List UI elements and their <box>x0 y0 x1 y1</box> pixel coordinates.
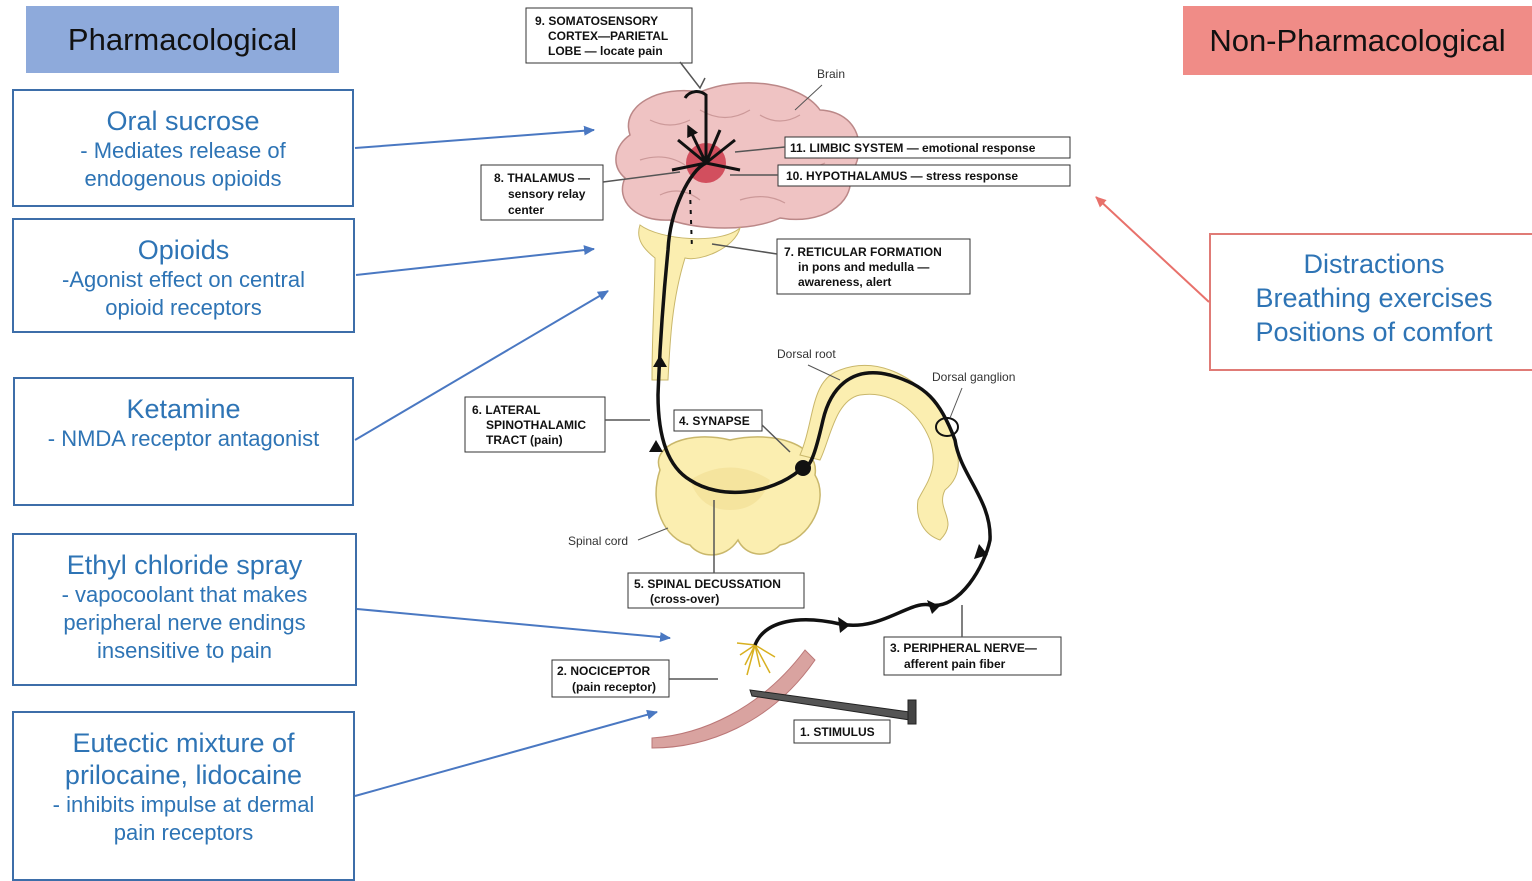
non-pharm-item: Breathing exercises <box>1211 281 1532 315</box>
nail-head <box>908 700 916 724</box>
nociceptor-endings <box>737 643 775 675</box>
label-decussation-line: (cross-over) <box>650 592 719 606</box>
label-peripheral-nerve-line: afferent pain fiber <box>904 657 1006 671</box>
drug-description-line: -Agonist effect on central <box>14 266 353 294</box>
non-pharmacological-box: Distractions Breathing exercises Positio… <box>1209 233 1532 371</box>
label-peripheral-nerve-line: 3. PERIPHERAL NERVE— <box>890 641 1037 655</box>
non-pharm-item: Distractions <box>1211 247 1532 281</box>
dorsal-ganglion-node <box>936 418 958 436</box>
label-lateral-tract-line: 6. LATERAL <box>472 403 540 417</box>
brain-shape <box>616 83 859 228</box>
label-thalamus-line: 8. THALAMUS — <box>494 171 590 185</box>
label-limbic: 11. LIMBIC SYSTEM — emotional response <box>790 141 1036 155</box>
drug-name: Ketamine <box>15 393 352 425</box>
pointer-arrow <box>603 172 680 182</box>
label-decussation-line: 5. SPINAL DECUSSATION <box>634 577 781 591</box>
pointer-arrow <box>730 147 785 175</box>
label-brain: Brain <box>817 67 845 81</box>
pointer-arrow <box>680 62 705 88</box>
label-stimulus: 1. STIMULUS <box>800 725 875 739</box>
label-box-nociceptor <box>552 660 669 697</box>
label-box-reticular <box>777 239 970 294</box>
label-box-hypothalamus <box>778 165 1070 186</box>
drug-description-line: - Mediates release of <box>14 137 352 165</box>
pointer-arrow <box>762 425 790 452</box>
label-reticular-line: in pons and medulla — <box>798 260 929 274</box>
label-box-stimulus <box>794 720 890 743</box>
arrow-opioids <box>356 249 594 275</box>
label-box-somatosensory <box>526 8 692 63</box>
drug-description-line: opioid receptors <box>14 294 353 322</box>
label-nociceptor-line: 2. NOCICEPTOR <box>557 664 650 678</box>
pharmacological-header: Pharmacological <box>26 6 339 73</box>
drug-box-emla: Eutectic mixture of prilocaine, lidocain… <box>12 711 355 881</box>
dorsal-root-shape <box>800 366 958 540</box>
brain-folds <box>640 110 830 203</box>
arrow-emla <box>355 712 657 796</box>
label-thalamus-line: center <box>508 203 544 217</box>
drug-description-line: - inhibits impulse at dermal <box>14 791 353 819</box>
drug-name: Opioids <box>14 234 353 266</box>
pathway-arrowhead <box>649 355 988 633</box>
drug-description-line: endogenous opioids <box>14 165 352 193</box>
label-somatosensory-line: LOBE — locate pain <box>548 44 663 58</box>
pointer-arrow <box>712 244 777 254</box>
label-somatosensory-line: 9. SOMATOSENSORY <box>535 14 658 28</box>
drug-description-line: peripheral nerve endings <box>14 609 355 637</box>
label-spinal-cord: Spinal cord <box>568 534 628 548</box>
drug-description-line: pain receptors <box>14 819 353 847</box>
label-box-synapse <box>674 410 762 431</box>
arrow-oral-sucrose <box>355 130 594 148</box>
drug-box-ethyl-chloride: Ethyl chloride spray - vapocoolant that … <box>12 533 357 686</box>
arrow-ketamine <box>355 291 608 440</box>
drug-name: Ethyl chloride spray <box>14 549 355 581</box>
label-lateral-tract-line: TRACT (pain) <box>486 433 563 447</box>
pain-pathway-line <box>658 163 990 645</box>
arrow-non-pharmacological <box>1096 197 1209 302</box>
cortex-branches <box>672 92 740 170</box>
drug-box-opioids: Opioids -Agonist effect on central opioi… <box>12 218 355 333</box>
label-box-limbic <box>785 137 1070 158</box>
thalamus-node <box>686 143 726 183</box>
drug-name-line: prilocaine, lidocaine <box>14 759 353 791</box>
label-box-peripheral-nerve <box>884 637 1061 675</box>
synapse-node <box>795 460 811 476</box>
skin-shape <box>652 650 815 748</box>
label-somatosensory-line: CORTEX—PARIETAL <box>548 29 668 43</box>
drug-description-line: - NMDA receptor antagonist <box>15 425 352 453</box>
label-thalamus-line: sensory relay <box>508 187 586 201</box>
label-reticular-line: awareness, alert <box>798 275 891 289</box>
label-reticular-line: 7. RETICULAR FORMATION <box>784 245 942 259</box>
non-pharm-item: Positions of comfort <box>1211 315 1532 349</box>
spinal-cord-shape <box>656 437 820 555</box>
label-lateral-tract-line: SPINOTHALAMIC <box>486 418 586 432</box>
label-nociceptor-line: (pain receptor) <box>572 680 656 694</box>
nail-shape <box>750 690 910 720</box>
drug-box-ketamine: Ketamine - NMDA receptor antagonist <box>13 377 354 506</box>
non-pharmacological-header: Non-Pharmacological <box>1183 6 1532 75</box>
arrow-ethyl-chloride <box>357 609 670 638</box>
drug-name: Oral sucrose <box>14 105 352 137</box>
label-dorsal-ganglion: Dorsal ganglion <box>932 370 1015 384</box>
drug-description-line: - vapocoolant that makes <box>14 581 355 609</box>
label-box-lateral-tract <box>465 397 605 452</box>
spinal-gray-matter <box>690 468 770 511</box>
brainstem-shape <box>639 225 740 380</box>
label-box-thalamus <box>481 165 603 220</box>
label-hypothalamus: 10. HYPOTHALAMUS — stress response <box>786 169 1018 183</box>
drug-box-oral-sucrose: Oral sucrose - Mediates release of endog… <box>12 89 354 207</box>
descending-dashes <box>690 190 692 250</box>
label-synapse: 4. SYNAPSE <box>679 414 750 428</box>
label-dorsal-root: Dorsal root <box>777 347 836 361</box>
drug-description-line: insensitive to pain <box>14 637 355 665</box>
label-box-decussation <box>628 573 804 608</box>
drug-name-line: Eutectic mixture of <box>14 727 353 759</box>
